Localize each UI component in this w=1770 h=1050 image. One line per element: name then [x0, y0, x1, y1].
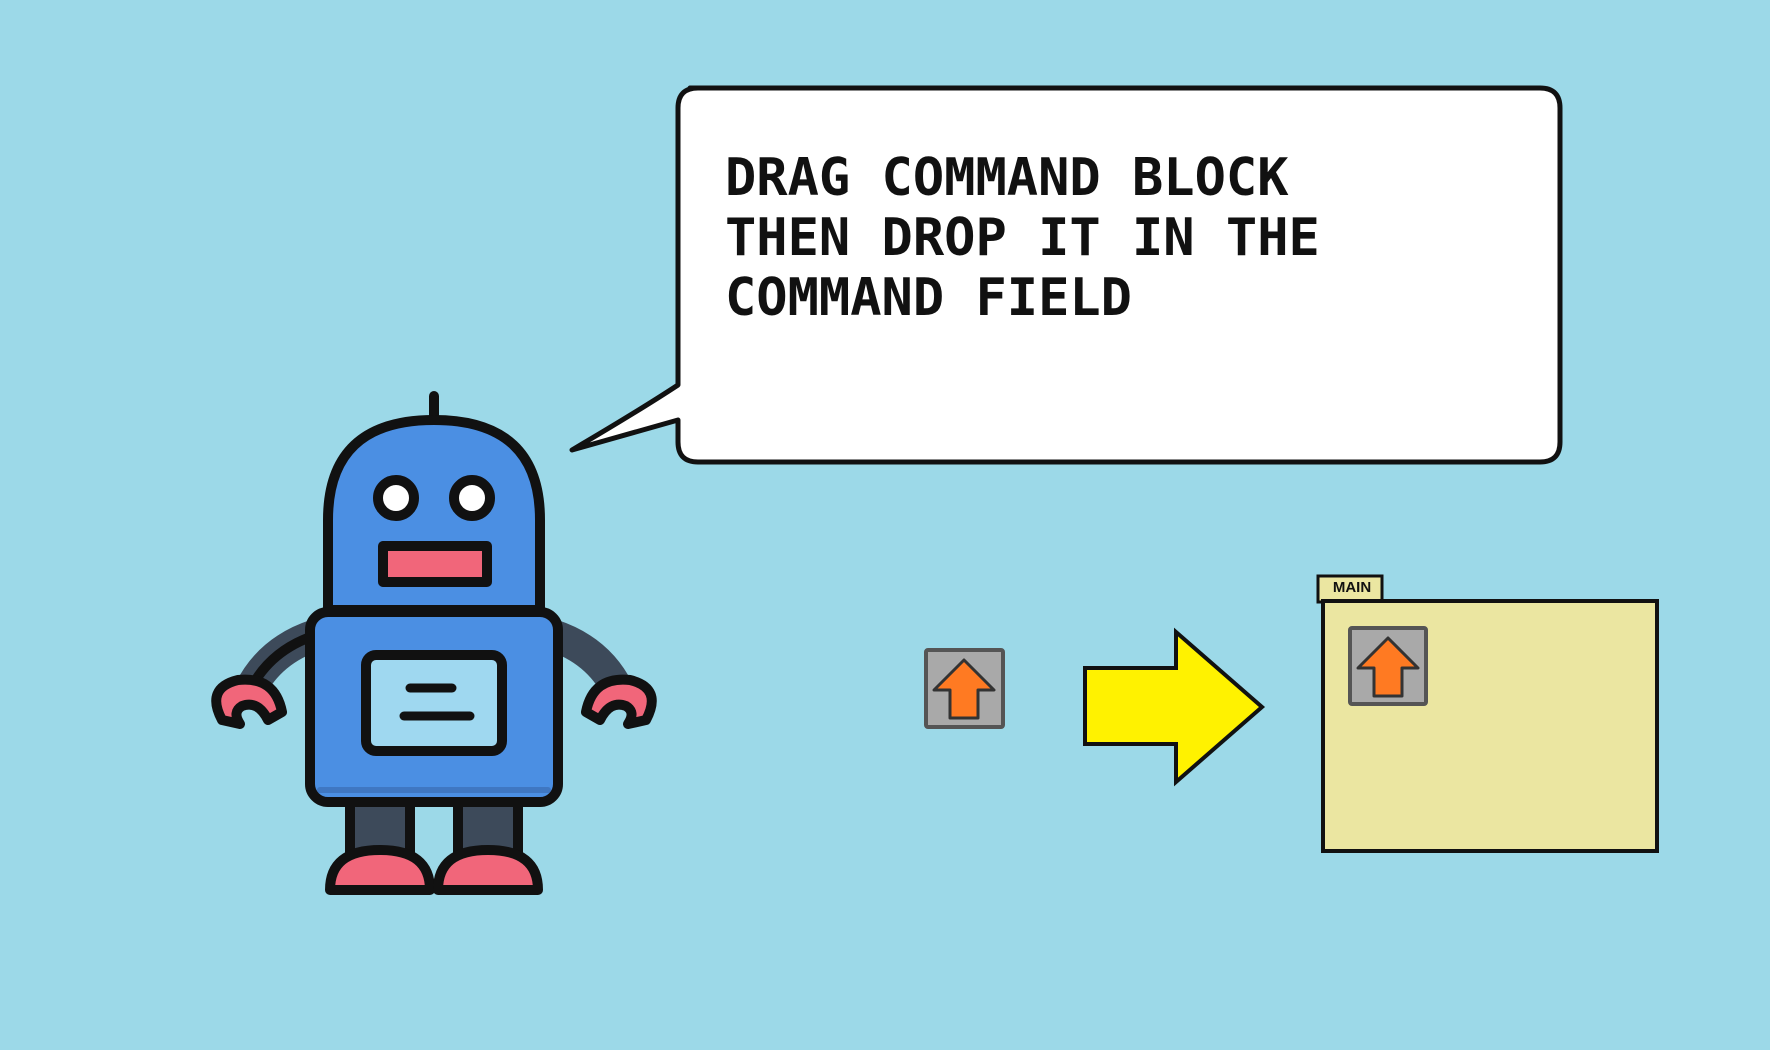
instruction-line-2: THEN DROP IT IN THE — [725, 208, 1320, 268]
instruction-line-1: DRAG COMMAND BLOCK — [725, 148, 1289, 208]
command-field-tab-label: MAIN — [1332, 579, 1372, 596]
robot-icon — [211, 391, 657, 895]
command-field[interactable] — [1316, 574, 1659, 853]
up-arrow-icon — [1356, 636, 1420, 698]
instruction-line-3: COMMAND FIELD — [725, 268, 1132, 328]
drag-direction-arrow-icon — [1083, 627, 1266, 787]
dropped-command-block[interactable] — [1348, 626, 1428, 706]
up-arrow-icon — [932, 658, 996, 720]
speech-bubble — [569, 85, 1563, 465]
instruction-text: DRAG COMMAND BLOCK THEN DROP IT IN THE C… — [725, 148, 1545, 328]
source-command-block[interactable] — [924, 648, 1005, 729]
